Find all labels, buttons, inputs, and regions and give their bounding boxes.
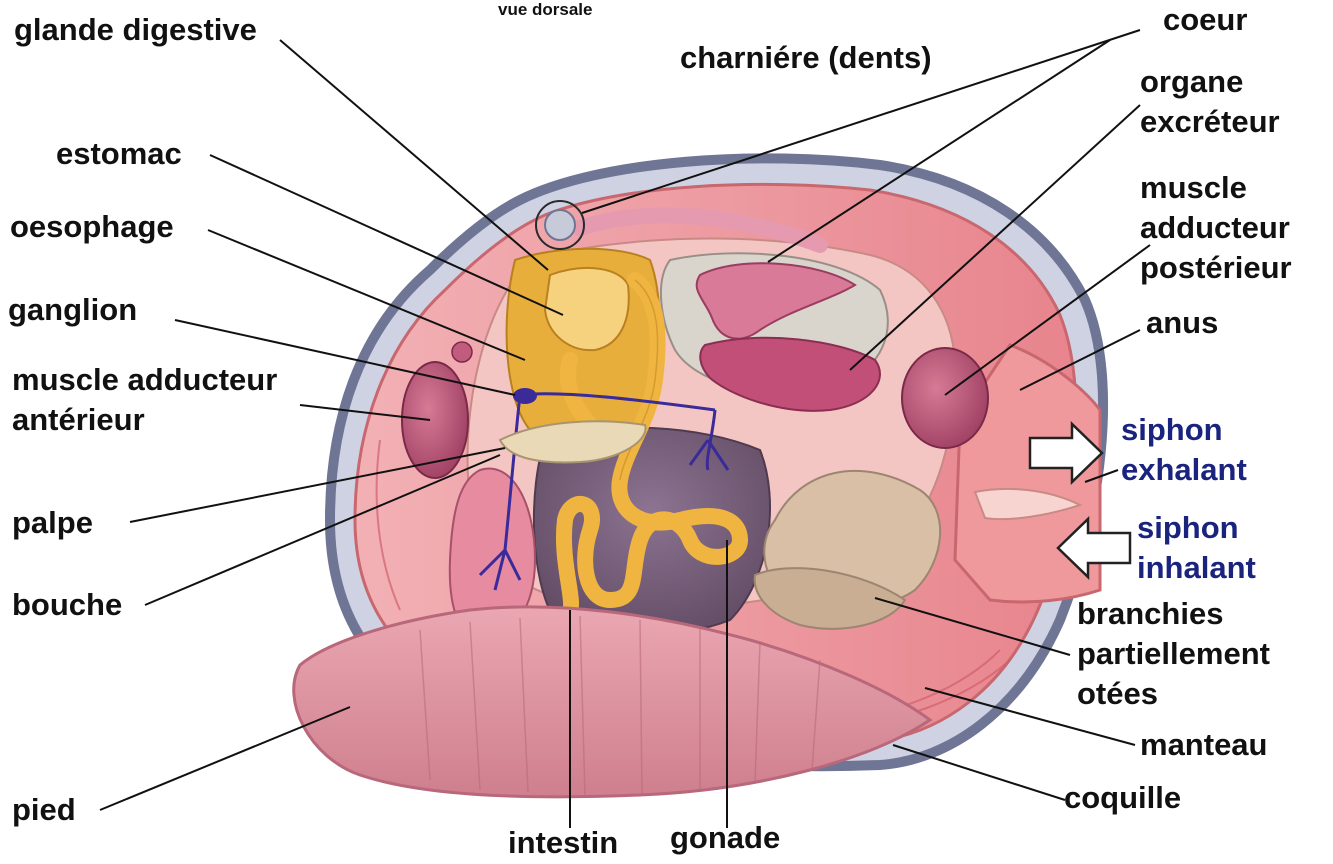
label-charniere: charniére (dents) xyxy=(680,38,932,78)
label-glande-digestive: glande digestive xyxy=(14,10,257,50)
label-pied: pied xyxy=(12,790,76,830)
label-manteau: manteau xyxy=(1140,725,1267,765)
label-siphon-inhalant: siphon inhalant xyxy=(1137,508,1256,588)
label-branchies: branchies partiellement otées xyxy=(1077,594,1270,714)
label-se-line2: exhalant xyxy=(1121,450,1247,490)
label-coeur: coeur xyxy=(1163,0,1247,40)
label-bouche: bouche xyxy=(12,585,122,625)
label-coquille: coquille xyxy=(1064,778,1181,818)
label-si-line1: siphon xyxy=(1137,508,1256,548)
label-map-line1: muscle xyxy=(1140,168,1292,208)
label-br-line1: branchies xyxy=(1077,594,1270,634)
label-br-line2: partiellement xyxy=(1077,634,1270,674)
label-muscle-adducteur-anterieur: muscle adducteur antérieur xyxy=(12,360,277,440)
label-maa-line1: muscle adducteur xyxy=(12,360,277,400)
label-map-line3: postérieur xyxy=(1140,248,1292,288)
label-organe-excreteur-line2: excréteur xyxy=(1140,102,1280,142)
label-ganglion: ganglion xyxy=(8,290,137,330)
view-note: vue dorsale xyxy=(498,0,593,20)
label-map-line2: adducteur xyxy=(1140,208,1292,248)
hinge-tooth xyxy=(545,210,575,240)
label-palpe: palpe xyxy=(12,503,93,543)
label-gonade: gonade xyxy=(670,818,780,858)
label-oesophage: oesophage xyxy=(10,207,174,247)
posterior-adductor-muscle xyxy=(902,348,988,448)
label-organe-excreteur-line1: organe xyxy=(1140,62,1280,102)
label-organe-excreteur: organe excréteur xyxy=(1140,62,1280,142)
anterior-retractor xyxy=(452,342,472,362)
label-estomac: estomac xyxy=(56,134,182,174)
label-si-line2: inhalant xyxy=(1137,548,1256,588)
label-muscle-adducteur-posterieur: muscle adducteur postérieur xyxy=(1140,168,1292,288)
cerebral-ganglion xyxy=(513,388,537,404)
label-anus: anus xyxy=(1146,303,1218,343)
label-siphon-exhalant: siphon exhalant xyxy=(1121,410,1247,490)
label-se-line1: siphon xyxy=(1121,410,1247,450)
anterior-adductor-muscle xyxy=(402,362,468,478)
label-br-line3: otées xyxy=(1077,674,1270,714)
label-maa-line2: antérieur xyxy=(12,400,277,440)
label-intestin: intestin xyxy=(508,823,618,863)
